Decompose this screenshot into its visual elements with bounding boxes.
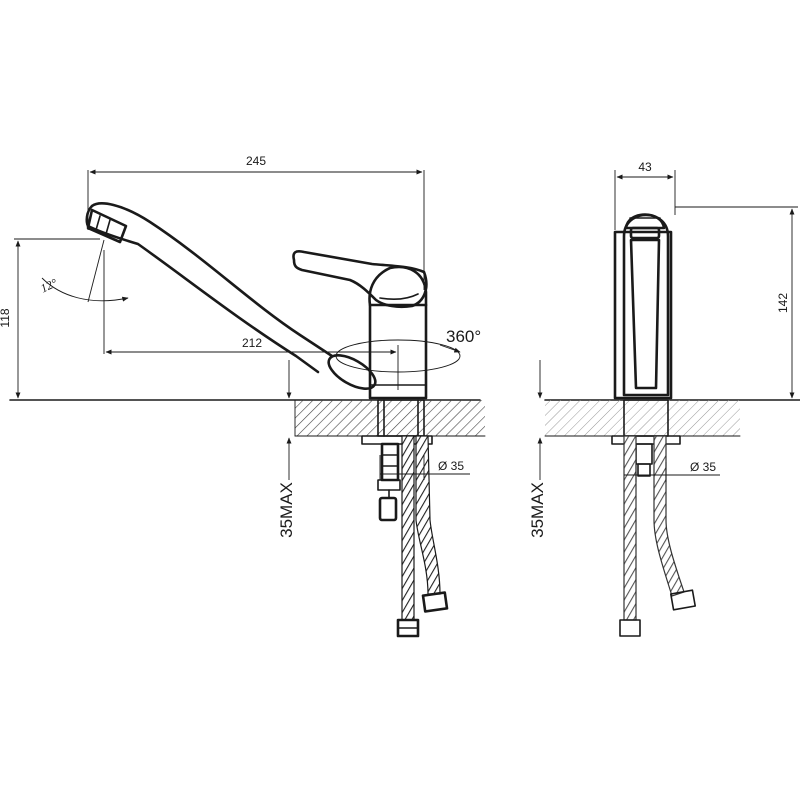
side-hole-diameter: Ø 35: [624, 460, 720, 482]
faucet-spout: [85, 202, 377, 390]
front-mounting: [361, 399, 433, 522]
faucet-lever: [292, 249, 428, 309]
dim-reach-label: 212: [242, 336, 262, 350]
side-counter-thickness: 35MAX: [528, 360, 547, 538]
dim-height: 142: [675, 206, 798, 399]
dim-spout-height: 118: [0, 238, 100, 399]
tilt-angle: 12°: [38, 239, 129, 303]
swivel-indicator: 360°: [335, 327, 481, 373]
front-view: 245 118: [0, 154, 486, 638]
aerator: [86, 208, 128, 244]
front-countertop: [9, 399, 486, 437]
tilt-angle-label: 12°: [38, 276, 59, 296]
side-faucet-body: [613, 213, 673, 400]
dim-width: 43: [614, 160, 676, 230]
dim-spout-height-label: 118: [0, 308, 12, 327]
side-countertop: [544, 399, 800, 437]
side-hoses: [619, 435, 697, 637]
side-hole-diameter-label: Ø 35: [690, 460, 716, 474]
side-view: 43 142: [528, 160, 800, 637]
dim-total-length: 245: [87, 154, 425, 290]
dim-reach: 212: [103, 250, 399, 390]
front-counter-thickness: 35MAX: [277, 360, 296, 538]
swivel-label: 360°: [446, 327, 481, 346]
dim-width-label: 43: [638, 160, 652, 174]
front-hoses: [396, 435, 449, 638]
dim-total-length-label: 245: [246, 154, 266, 168]
front-hole-diameter: Ø 35: [379, 455, 470, 480]
side-counter-thickness-label: 35MAX: [528, 482, 547, 538]
dim-height-label: 142: [776, 293, 790, 313]
front-counter-thickness-label: 35MAX: [277, 482, 296, 538]
front-hole-diameter-label: Ø 35: [438, 459, 464, 473]
